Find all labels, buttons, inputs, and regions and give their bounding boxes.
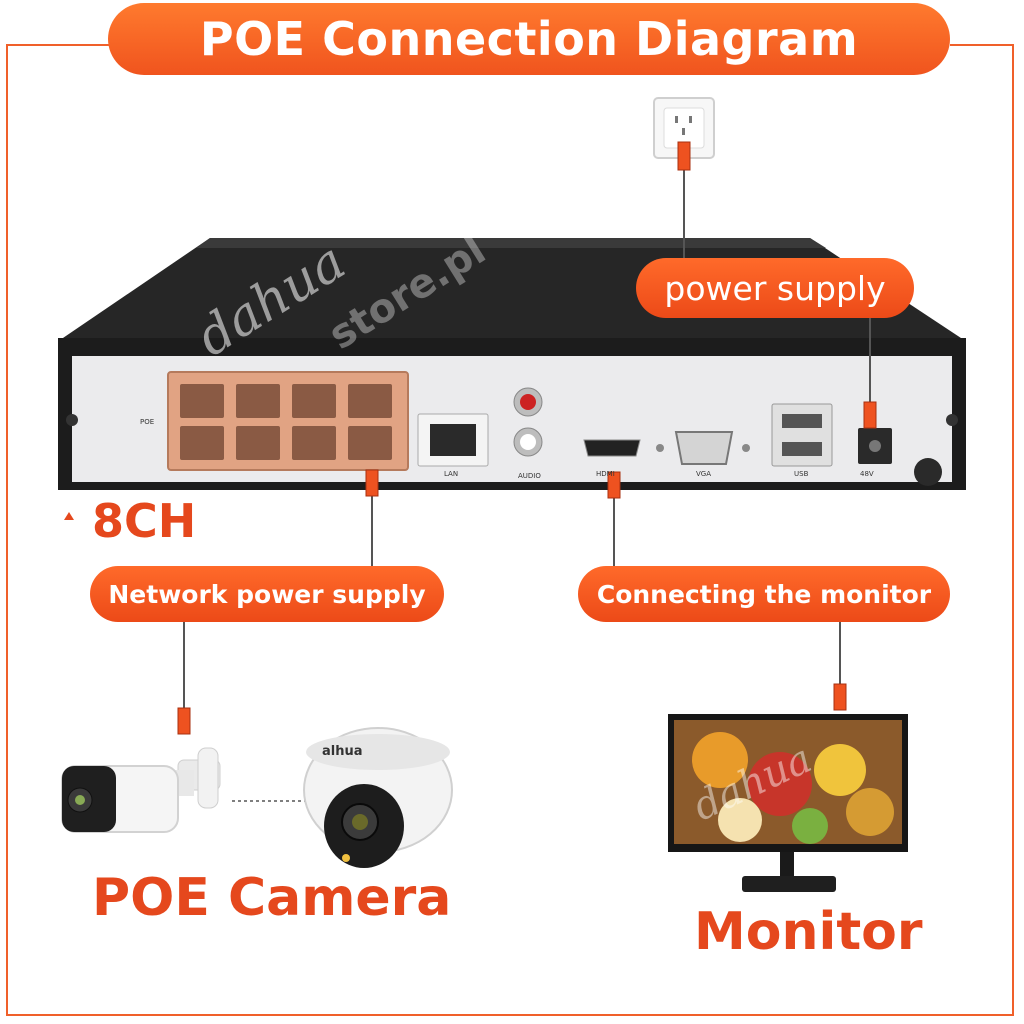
power-supply-label: power supply (636, 258, 914, 318)
bullet-camera-icon (61, 747, 221, 833)
connecting-monitor-label: Connecting the monitor (578, 566, 950, 622)
poe-camera-label: POE Camera (92, 868, 452, 928)
wall-socket-icon (653, 97, 715, 159)
network-power-supply-label: Network power supply (90, 566, 444, 622)
camera-brand-logo: alhua (322, 744, 363, 759)
frame-top-right (950, 44, 1014, 46)
triangle-icon (64, 512, 74, 520)
vga-port-label: VGA (696, 470, 712, 478)
monitor-label: Monitor (694, 902, 923, 962)
channel-count-label: 8CH (92, 494, 197, 548)
diagram-title: POE Connection Diagram (108, 3, 950, 75)
dc-port-label: 48V (860, 470, 874, 478)
dome-camera-icon (303, 727, 453, 868)
usb-port-label: USB (794, 470, 809, 478)
audio-port-label: AUDIO (518, 472, 541, 480)
monitor-icon (668, 714, 908, 892)
diagram-frame (6, 44, 1014, 1016)
hdmi-port-label: HDMI (596, 470, 615, 478)
lan-port-label: LAN (444, 470, 459, 478)
poe-port-label: POE (140, 418, 155, 426)
frame-top-left (6, 44, 110, 46)
